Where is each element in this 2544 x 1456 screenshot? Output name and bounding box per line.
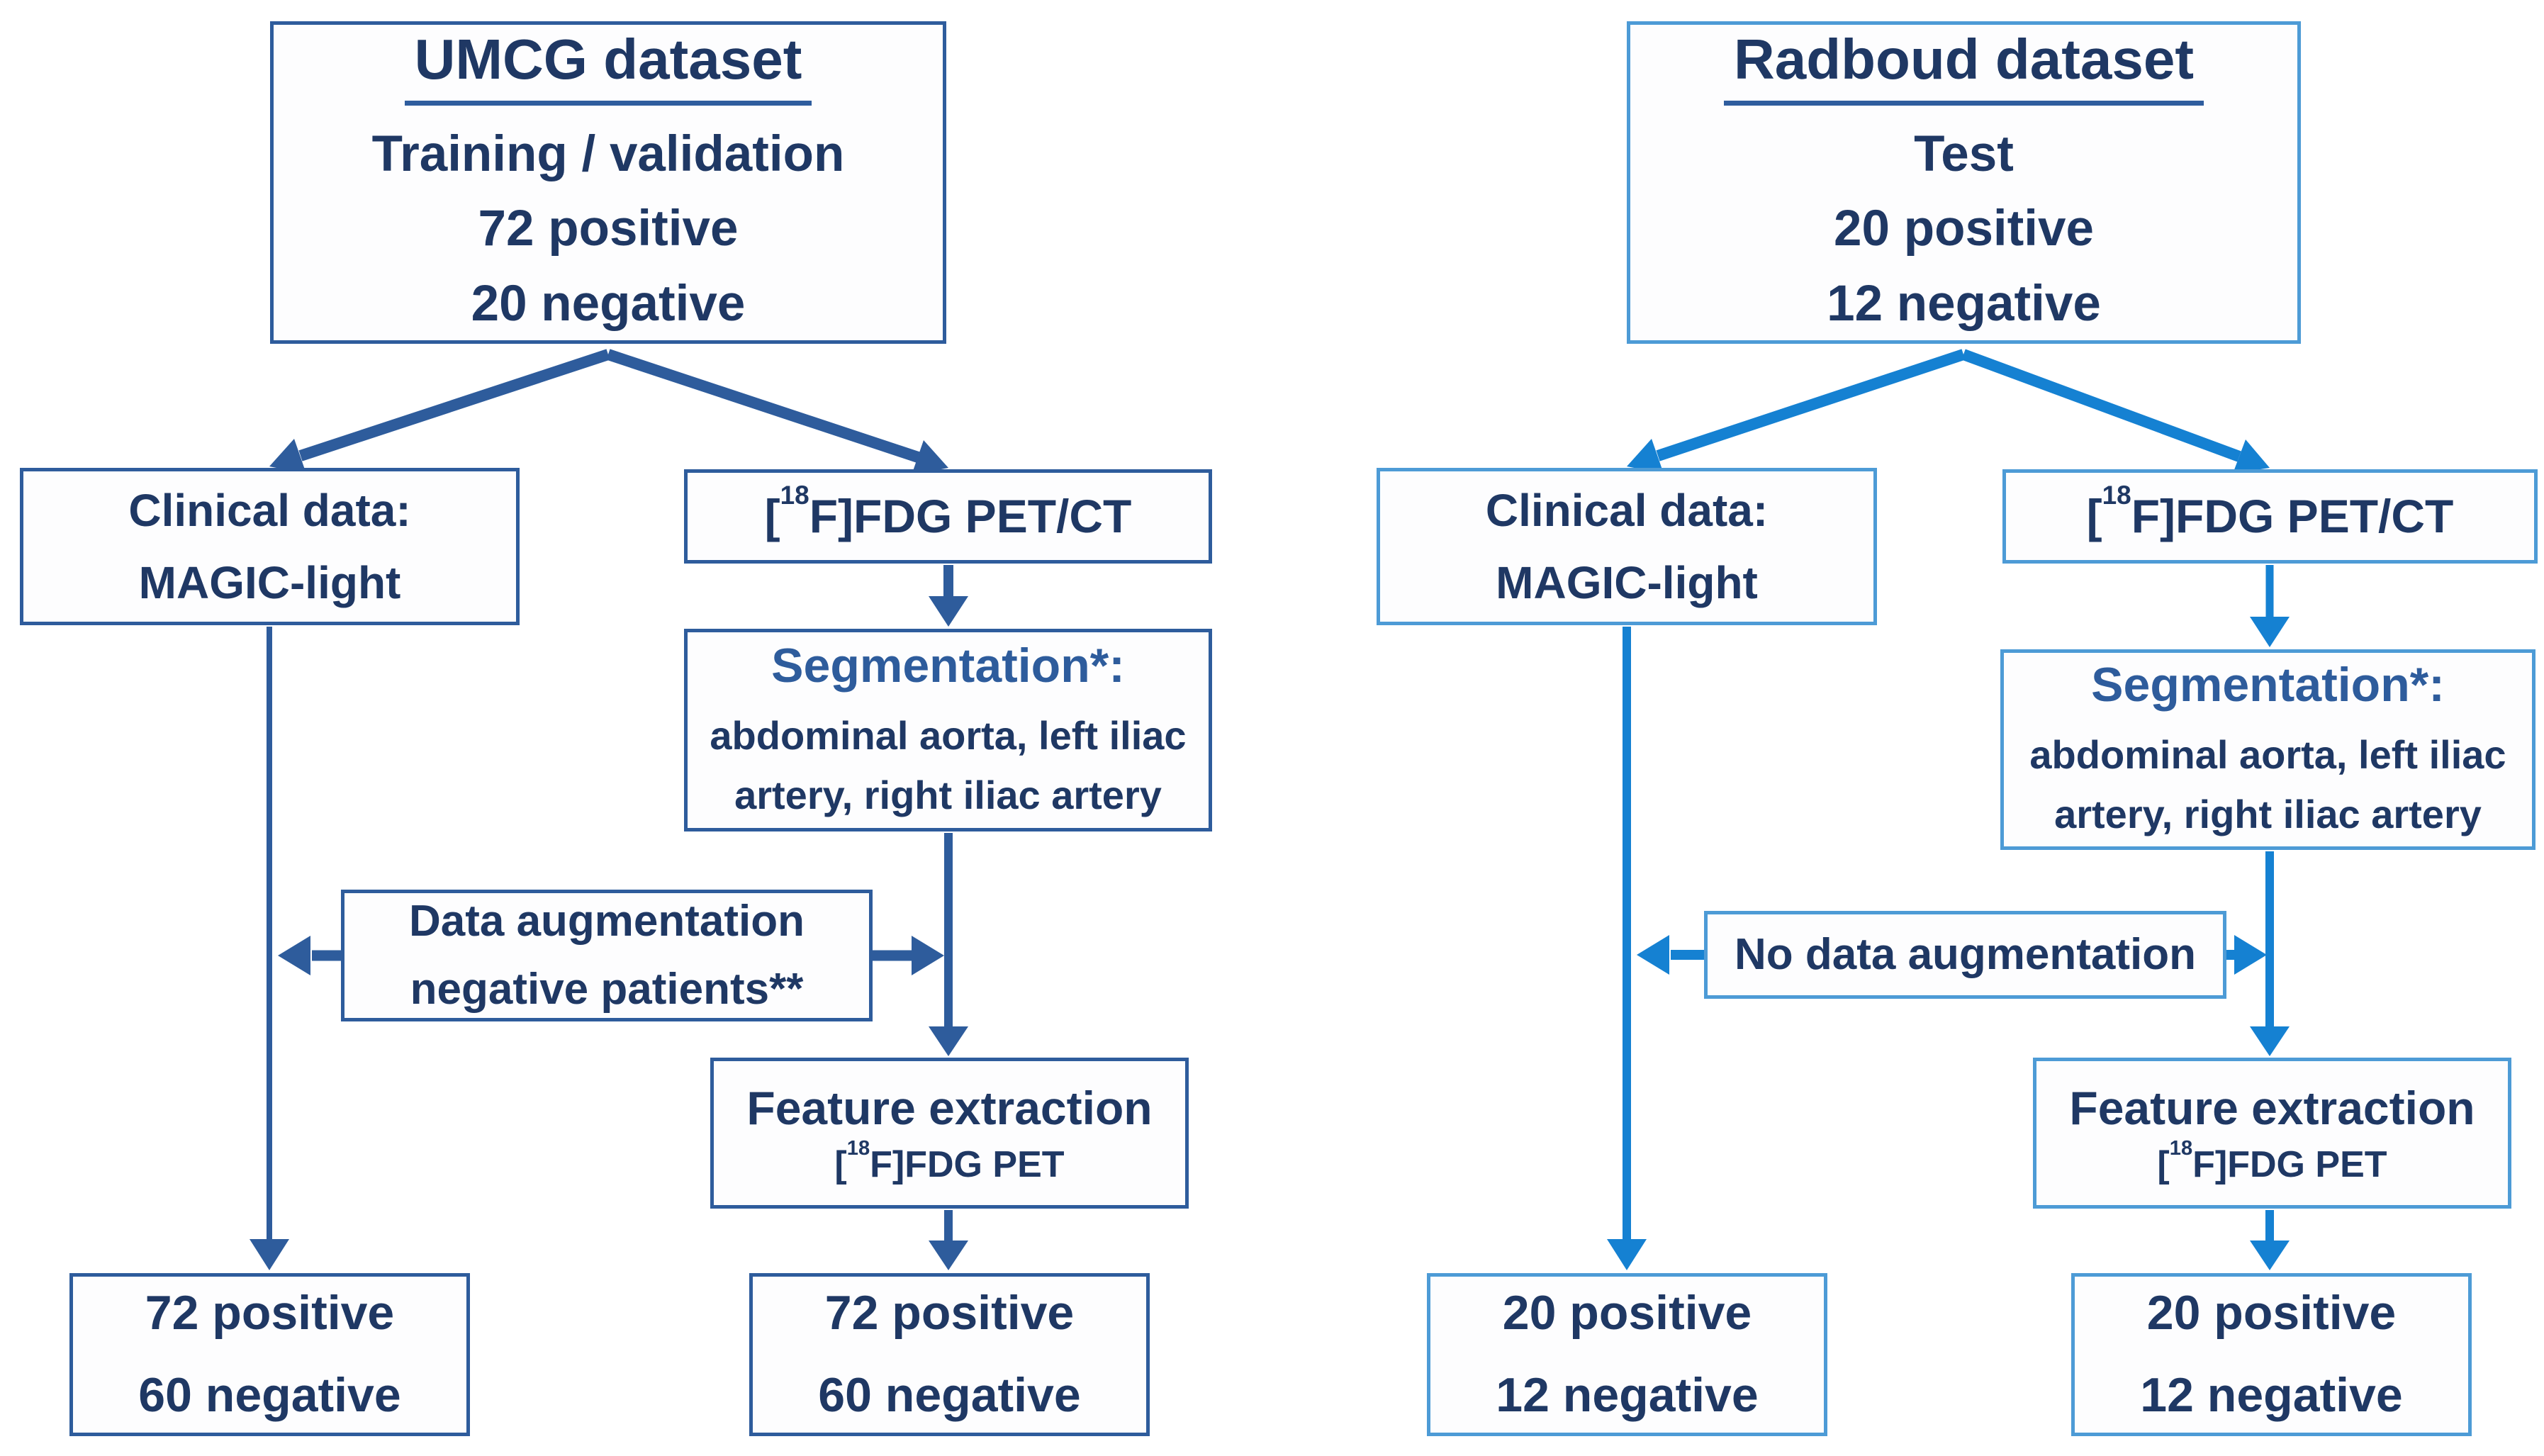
radboud-clinical-data-source: MAGIC-light xyxy=(1496,557,1758,608)
radboud-augmentation-right-arrow xyxy=(2226,935,2267,975)
umcg-dataset-title: UMCG dataset xyxy=(404,24,812,106)
umcg-data-augmentation-box: Data augmentation negative patients** xyxy=(341,890,873,1021)
radboud-pet-ct-box: [18F]FDG PET/CT xyxy=(2002,469,2538,564)
umcg-dataset-subtitle: Training / validation xyxy=(371,126,845,183)
isotope-18: 18 xyxy=(2169,1136,2193,1160)
radboud-no-augmentation-label: No data augmentation xyxy=(1734,929,2197,979)
radboud-feature-extraction-modality: [18F]FDG PET xyxy=(2157,1136,2387,1189)
pet-text: F]FDG PET xyxy=(2192,1143,2387,1185)
radboud-feature-extraction-box: Feature extraction [18F]FDG PET xyxy=(2033,1058,2511,1209)
radboud-clinical-data-label: Clinical data: xyxy=(1485,484,1769,536)
radboud-dataset-subtitle: Test xyxy=(1914,126,2014,183)
radboud-pet-ct-label: [18F]FDG PET/CT xyxy=(2086,481,2454,544)
pet-bracket: [ xyxy=(2157,1143,2170,1185)
umcg-clinical-data-box: Clinical data: MAGIC-light xyxy=(20,468,520,625)
pet-bracket: [ xyxy=(2086,489,2102,542)
pet-bracket: [ xyxy=(764,489,780,542)
radboud-feature-extraction-label: Feature extraction xyxy=(2069,1081,2475,1134)
umcg-clinical-outcome-negative: 60 negative xyxy=(138,1368,401,1422)
radboud-clinical-outcome-box: 20 positive 12 negative xyxy=(1427,1273,1827,1436)
radboud-clinical-outcome-positive: 20 positive xyxy=(1502,1286,1752,1340)
pet-text: F]FDG PET/CT xyxy=(809,489,1132,542)
umcg-augmentation-detail: negative patients** xyxy=(410,965,804,1014)
umcg-dataset-positive-count: 72 positive xyxy=(478,201,739,257)
umcg-clinical-flow-arrow xyxy=(250,627,289,1270)
radboud-dataset-title: Radboud dataset xyxy=(1724,24,2204,106)
umcg-segmentation-regions-line2: artery, right iliac artery xyxy=(734,772,1162,817)
umcg-branch-left-arrow xyxy=(269,349,610,474)
umcg-segmentation-regions-line1: abdominal aorta, left iliac xyxy=(710,712,1187,758)
umcg-clinical-data-label: Clinical data: xyxy=(128,484,411,536)
umcg-feature-extraction-label: Feature extraction xyxy=(746,1081,1153,1134)
radboud-feature-to-outcome-arrow xyxy=(2250,1210,2290,1270)
umcg-branch-right-arrow xyxy=(606,349,948,475)
umcg-augmentation-label: Data augmentation xyxy=(408,896,805,946)
radboud-imaging-outcome-positive: 20 positive xyxy=(2146,1286,2397,1340)
umcg-feature-extraction-modality: [18F]FDG PET xyxy=(834,1136,1065,1189)
umcg-imaging-outcome-negative: 60 negative xyxy=(818,1368,1081,1422)
radboud-segmentation-to-feature-arrow xyxy=(2250,851,2290,1056)
umcg-augmentation-right-arrow xyxy=(873,936,944,975)
umcg-feature-to-outcome-arrow xyxy=(929,1210,968,1270)
radboud-branch-left-arrow xyxy=(1627,349,1966,474)
radboud-imaging-outcome-box: 20 positive 12 negative xyxy=(2071,1273,2472,1436)
radboud-imaging-outcome-negative: 12 negative xyxy=(2140,1368,2403,1422)
umcg-segmentation-heading: Segmentation*: xyxy=(771,638,1125,693)
umcg-segmentation-box: Segmentation*: abdominal aorta, left ili… xyxy=(684,629,1212,831)
umcg-dataset-box: UMCG dataset Training / validation 72 po… xyxy=(270,21,946,344)
radboud-segmentation-regions-line1: abdominal aorta, left iliac xyxy=(2029,732,2506,777)
radboud-dataset-negative-count: 12 negative xyxy=(1827,275,2101,332)
radboud-clinical-outcome-negative: 12 negative xyxy=(1496,1368,1759,1422)
umcg-segmentation-to-feature-arrow xyxy=(929,833,968,1056)
pet-text: F]FDG PET/CT xyxy=(2131,489,2454,542)
radboud-clinical-flow-arrow xyxy=(1607,627,1647,1270)
umcg-pet-ct-box: [18F]FDG PET/CT xyxy=(684,469,1212,564)
isotope-18: 18 xyxy=(780,481,809,510)
umcg-imaging-outcome-positive: 72 positive xyxy=(824,1286,1075,1340)
isotope-18: 18 xyxy=(846,1136,870,1160)
radboud-augmentation-left-arrow xyxy=(1637,935,1704,975)
radboud-segmentation-box: Segmentation*: abdominal aorta, left ili… xyxy=(2000,649,2535,850)
radboud-pet-to-segmentation-arrow xyxy=(2250,565,2290,647)
radboud-branch-right-arrow xyxy=(1961,349,2270,474)
umcg-clinical-data-source: MAGIC-light xyxy=(138,557,401,608)
pet-text: F]FDG PET xyxy=(870,1143,1065,1185)
radboud-segmentation-heading: Segmentation*: xyxy=(2091,658,2445,712)
radboud-no-augmentation-box: No data augmentation xyxy=(1704,911,2226,999)
umcg-feature-extraction-box: Feature extraction [18F]FDG PET xyxy=(710,1058,1189,1209)
radboud-segmentation-regions-line2: artery, right iliac artery xyxy=(2054,792,2482,836)
umcg-dataset-negative-count: 20 negative xyxy=(471,275,746,332)
radboud-clinical-data-box: Clinical data: MAGIC-light xyxy=(1377,468,1877,625)
umcg-imaging-outcome-box: 72 positive 60 negative xyxy=(749,1273,1150,1436)
umcg-clinical-outcome-positive: 72 positive xyxy=(145,1286,395,1340)
pet-bracket: [ xyxy=(834,1143,847,1185)
radboud-dataset-positive-count: 20 positive xyxy=(1834,201,2094,257)
umcg-augmentation-left-arrow xyxy=(278,936,341,975)
umcg-clinical-outcome-box: 72 positive 60 negative xyxy=(69,1273,470,1436)
radboud-dataset-box: Radboud dataset Test 20 positive 12 nega… xyxy=(1627,21,2301,344)
isotope-18: 18 xyxy=(2102,481,2131,510)
umcg-pet-to-segmentation-arrow xyxy=(929,565,968,627)
umcg-pet-ct-label: [18F]FDG PET/CT xyxy=(764,481,1132,544)
